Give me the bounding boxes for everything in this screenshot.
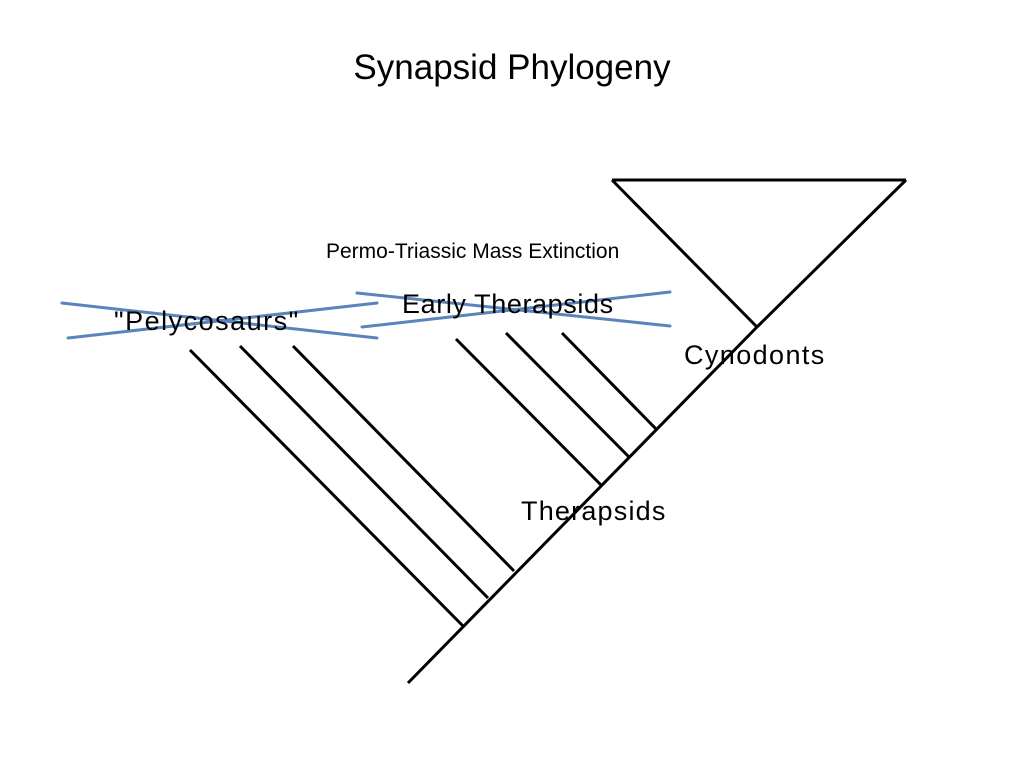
early-therapsid-branch-1 — [454, 337, 604, 488]
extinction-label: Permo-Triassic Mass Extinction — [326, 240, 620, 263]
pelycosaurs-label: "Pelycosaurs" — [114, 306, 300, 336]
slide-title: Synapsid Phylogeny — [353, 48, 671, 87]
therapsids-label: Therapsids — [521, 496, 667, 526]
early-therapsid-branch-2 — [504, 331, 632, 460]
cynodont-clade-right-edge — [755, 178, 908, 329]
early-therapsids-label: Early Therapsids — [402, 289, 614, 319]
early-therapsids-strike-line-2 — [360, 290, 672, 329]
main-stem — [406, 325, 759, 685]
pelycosaur-branch-2 — [238, 344, 490, 600]
pelycosaur-branch-3 — [291, 344, 516, 573]
pelycosaur-branch-1 — [188, 348, 465, 628]
cynodont-clade-left-edge — [610, 178, 759, 329]
pelycosaurs-strike-line-2 — [66, 301, 379, 340]
early-therapsid-branch-3 — [560, 331, 659, 432]
cynodonts-label: Cynodonts — [684, 340, 826, 370]
